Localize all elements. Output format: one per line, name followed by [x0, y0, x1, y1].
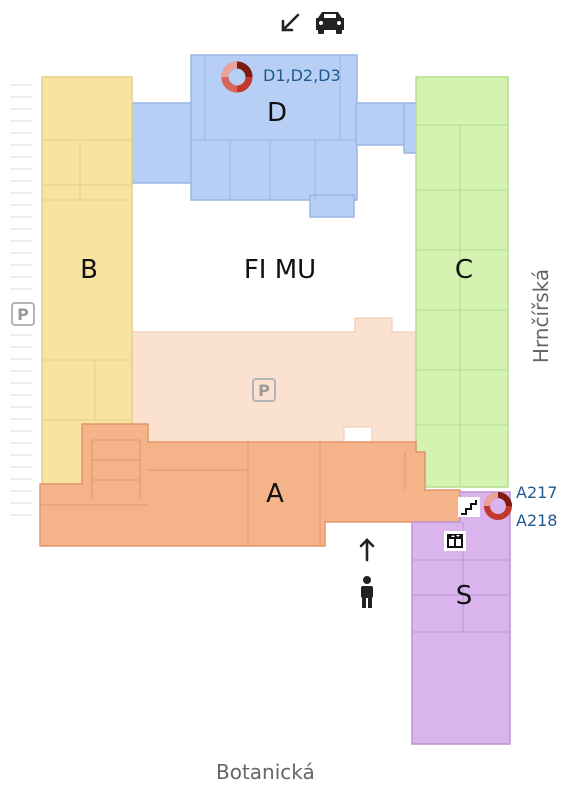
wing-s-label: S	[455, 581, 473, 611]
wing-c-shape	[415, 76, 509, 488]
wing-b-label: B	[80, 255, 98, 285]
location-ring-icon-a	[484, 492, 512, 520]
room-label-d-group: D1,D2,D3	[263, 66, 341, 85]
elevator-icon	[444, 531, 466, 551]
stairs-icon	[458, 497, 480, 517]
wing-d-rooms	[191, 55, 357, 200]
room-label-a218: A218	[516, 511, 558, 530]
wing-d-shape	[131, 54, 419, 218]
street-label-south: Botanická	[216, 760, 315, 784]
room-label-a217: A217	[516, 483, 558, 502]
parking-badge-courtyard: P	[252, 378, 276, 402]
wing-c-rooms	[416, 124, 508, 487]
wing-a-rooms	[40, 439, 406, 546]
wing-a-label: A	[266, 479, 284, 509]
wing-b-rooms	[42, 139, 132, 421]
parking-lot-west	[10, 84, 32, 516]
campus-name-label: FI MU	[243, 255, 317, 285]
courtyard-structure	[343, 426, 373, 443]
person-icon	[361, 576, 373, 608]
wing-d-label: D	[266, 98, 288, 128]
wing-a-shape	[39, 423, 461, 547]
arrow-up-icon	[359, 538, 375, 562]
wing-c-label: C	[454, 255, 474, 285]
car-icon	[316, 12, 344, 34]
parking-badge-west: P	[11, 302, 35, 326]
location-ring-icon-d	[221, 61, 253, 93]
arrow-down-left-icon	[281, 13, 300, 32]
wing-s-shape	[411, 491, 511, 745]
street-label-east: Hrnčířská	[529, 268, 553, 364]
wing-b-shape	[41, 76, 133, 488]
